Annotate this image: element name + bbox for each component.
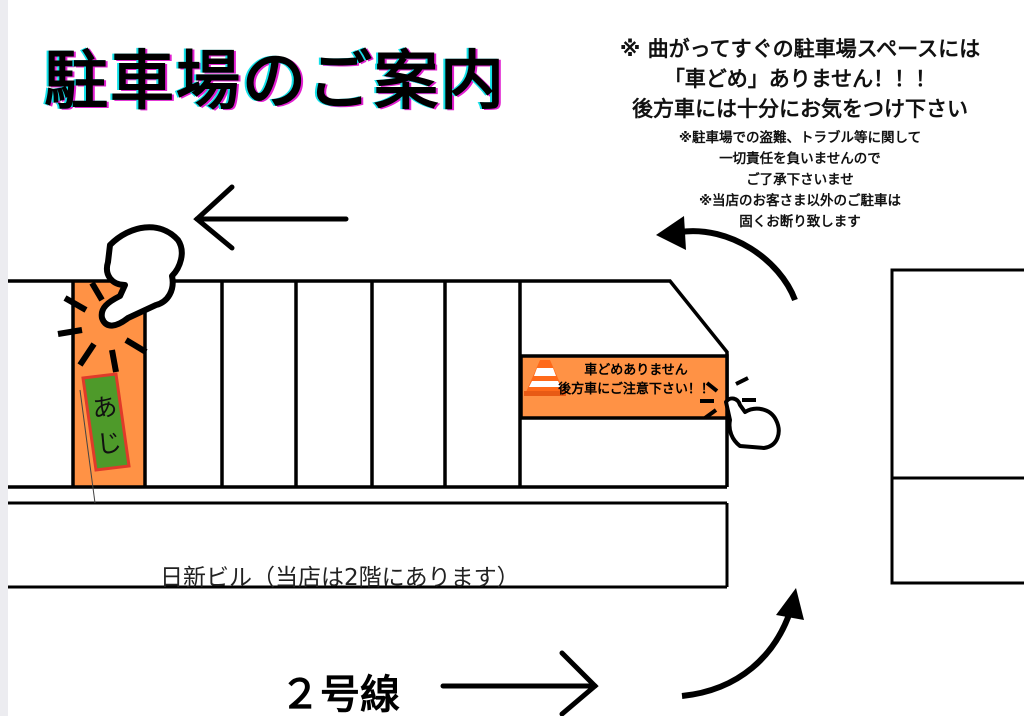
pointing-hand-icon-2 bbox=[724, 396, 781, 450]
right-arrow-icon bbox=[440, 650, 599, 716]
sign-line-1: 車どめありません bbox=[584, 363, 688, 378]
sign-line-2: 後方車にご注意下さい！！ bbox=[558, 382, 714, 397]
emphasis-burst-icon bbox=[57, 281, 148, 373]
emphasis-burst-icon-2 bbox=[700, 376, 756, 420]
turn-arrow-bottom-icon bbox=[681, 588, 804, 699]
disclaimer-line: ※駐車場での盗難、トラブル等に関して bbox=[678, 130, 922, 146]
left-arrow-icon bbox=[193, 184, 349, 251]
notice-block: ※ 曲がってすぐの駐車場スペースには 「車どめ」ありません！！！ 後方車には十分… bbox=[585, 34, 1015, 233]
disclaimer-line: ※当店のお客さま以外のご駐車は bbox=[698, 193, 902, 209]
traffic-cone-icon bbox=[524, 360, 566, 396]
notice-line: 「車どめ」ありません！！！ bbox=[663, 67, 937, 91]
pointing-hand-icon bbox=[98, 224, 185, 329]
aji-flag bbox=[79, 372, 131, 504]
notice-line: 後方車には十分にお気をつけ下さい bbox=[632, 97, 968, 121]
no-wheel-stop-sign: 車どめありません 後方車にご注意下さい！！ bbox=[521, 356, 727, 418]
disclaimer-line: 一切責任を負いませんので bbox=[719, 151, 881, 167]
turn-arrow-top-icon bbox=[656, 216, 798, 302]
page-title: 駐車場のご案内 bbox=[44, 45, 506, 119]
building-label: 日新ビル（当店は2階にあります） bbox=[160, 565, 520, 591]
building-outline bbox=[8, 501, 729, 589]
notice-line: ※ 曲がってすぐの駐車場スペースには bbox=[619, 37, 981, 61]
neighbor-building bbox=[890, 268, 1024, 585]
left-margin-strip bbox=[0, 0, 8, 716]
road-label: ２号線 bbox=[280, 671, 400, 718]
disclaimer-line: ご了承下さいませ bbox=[746, 172, 854, 188]
disclaimer-line: 固くお断り致します bbox=[739, 214, 861, 230]
